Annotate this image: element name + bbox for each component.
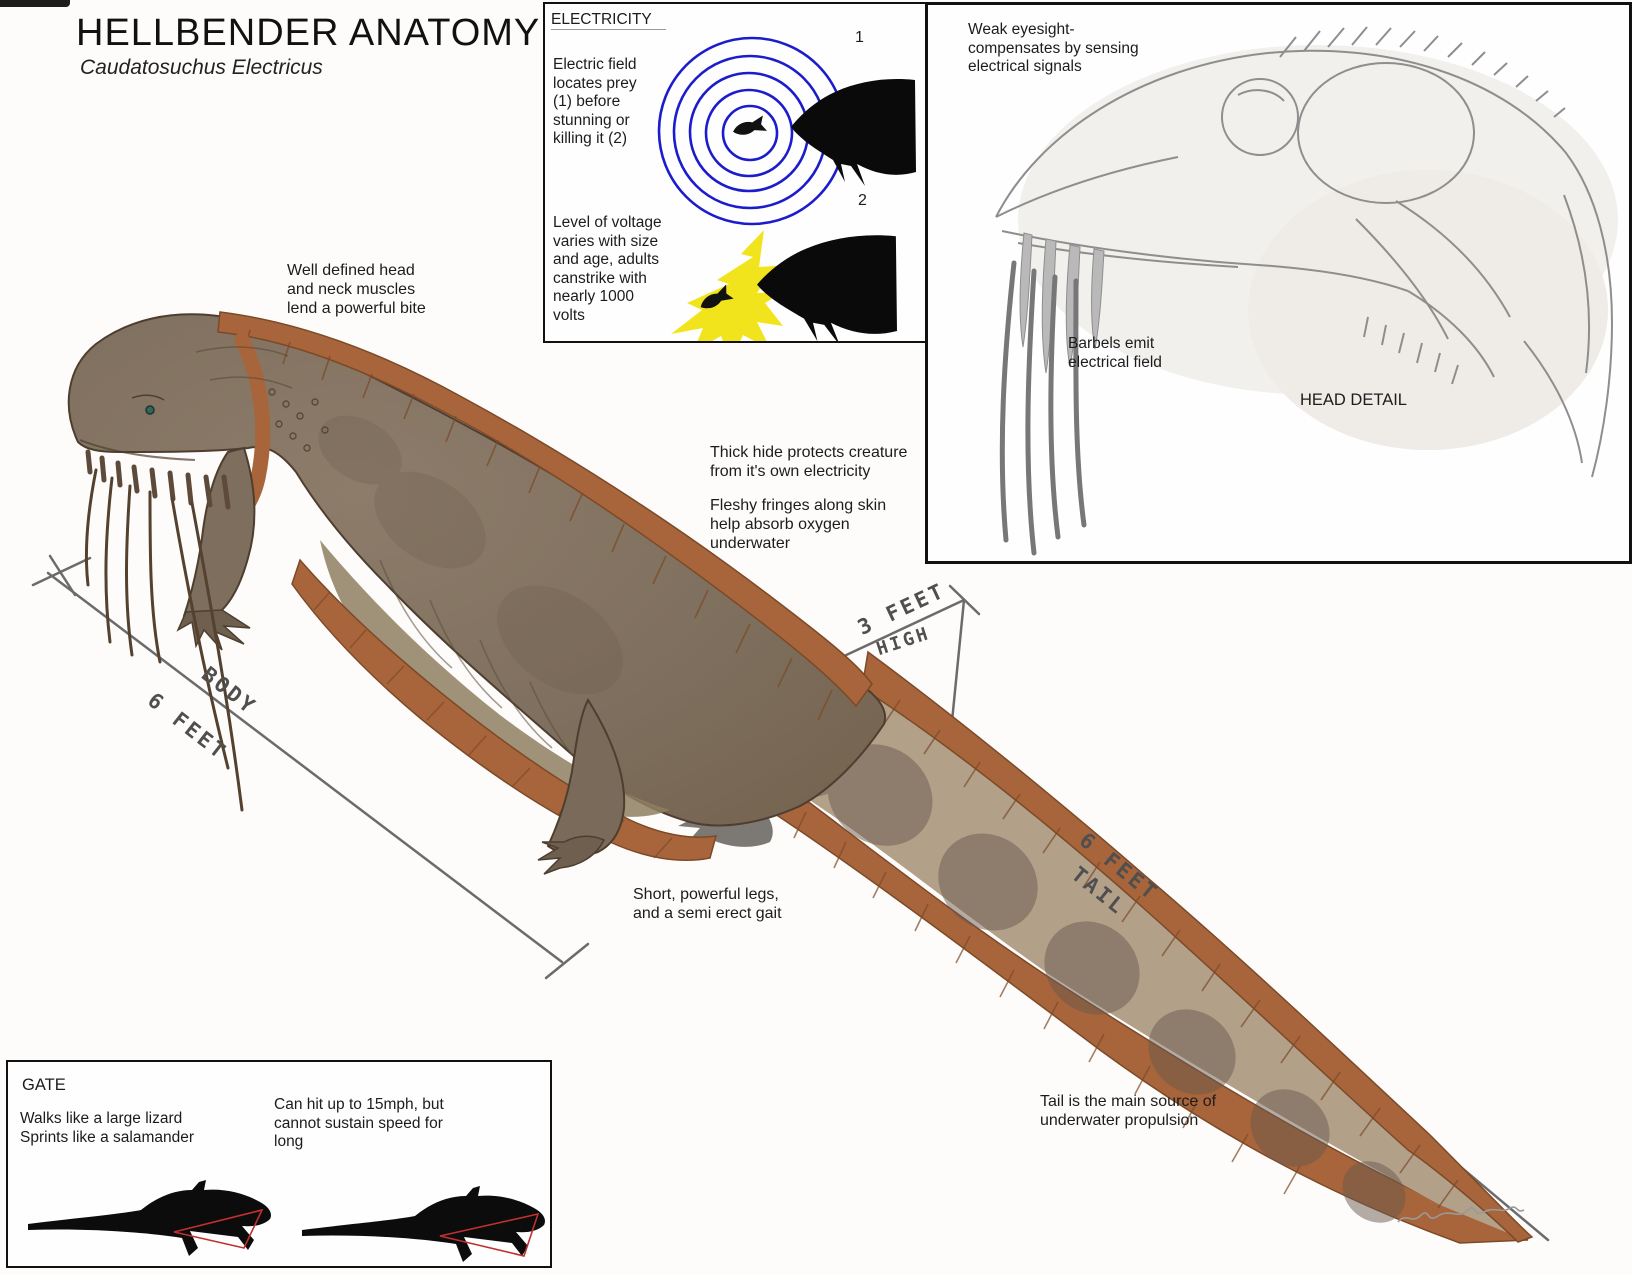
barbels-note: Barbels emit electrical field [1068, 335, 1162, 371]
head-detail-panel: Weak eyesight- compensates by sensing el… [925, 2, 1632, 564]
tail-top-fringe [861, 650, 1534, 1243]
dorsal-fringe [217, 311, 873, 708]
body-measure-end-tick [544, 942, 590, 980]
shoulder-dots [268, 388, 329, 452]
rear-foot [537, 835, 606, 875]
tail-fringe-hatching [793, 699, 1459, 1209]
front-leg [182, 446, 256, 621]
head-crease-lines [195, 346, 293, 389]
electricity-panel-title: ELECTRICITY [551, 11, 666, 30]
belly-fringe [291, 558, 718, 862]
head-detail-caption: HEAD DETAIL [1300, 391, 1407, 409]
eyesight-note: Weak eyesight- compensates by sensing el… [968, 21, 1139, 76]
artist-signature [1397, 1206, 1525, 1223]
body-measure-start-tick [31, 554, 92, 597]
rib-fold-lines [379, 559, 601, 785]
sketch-shading-wash-2 [1248, 170, 1608, 450]
lip-fringe [85, 449, 231, 510]
height-measure-top-tick [948, 584, 981, 616]
electricity-diagram [657, 36, 916, 341]
page-title: HELLBENDER ANATOMY [76, 12, 541, 54]
predator-fish-silhouette [791, 79, 916, 186]
skull-sketch [995, 26, 1618, 556]
salamander-gait-silhouette-1 [28, 1180, 271, 1256]
speed-note: Can hit up to 15mph, but cannot sustain … [274, 1096, 444, 1151]
annotation-thick-hide: Thick hide protects creature from it's o… [710, 444, 908, 481]
brow-line [131, 394, 165, 401]
electric-field-note: Electric field locates prey (1) before s… [553, 56, 637, 148]
annotation-tail: Tail is the main source of underwater pr… [1040, 1093, 1217, 1130]
body-mottling [318, 415, 623, 695]
page-subtitle: Caudatosuchus Electricus [80, 56, 323, 79]
skull-barbels [999, 260, 1087, 556]
gate-panel: GATE Walks like a large lizard Sprints l… [6, 1060, 552, 1268]
step-2-label: 2 [858, 192, 867, 209]
body-measure-line [46, 571, 564, 964]
gait-lines-1 [173, 1208, 264, 1249]
walk-note: Walks like a large lizard Sprints like a… [20, 1110, 195, 1146]
mouth-line [79, 439, 196, 461]
lightning-bolt-icon [671, 230, 789, 341]
voltage-note: Level of voltage varies with size and ag… [553, 214, 662, 324]
barbels [84, 468, 244, 812]
prey-fish-icon [731, 115, 768, 140]
skull-line-art [995, 26, 1614, 478]
electricity-panel: ELECTRICITY Electric field locates prey … [543, 2, 931, 343]
annotation-fleshy-fringes: Fleshy fringes along skin help absorb ox… [710, 497, 887, 553]
step-1-label: 1 [855, 29, 864, 46]
scan-artifact [0, 0, 70, 7]
gate-panel-title: GATE [22, 1076, 66, 1094]
salamander-gait-silhouette-2 [302, 1186, 545, 1262]
annotation-head-neck: Well defined head and neck muscles lend … [287, 262, 426, 318]
eye [145, 405, 155, 415]
tail-center [790, 688, 1520, 1238]
skull-teeth [1019, 232, 1105, 374]
annotation-legs: Short, powerful legs, and a semi erect g… [633, 886, 782, 923]
gait-diagram [28, 1180, 545, 1262]
gait-lines-2 [439, 1212, 540, 1257]
